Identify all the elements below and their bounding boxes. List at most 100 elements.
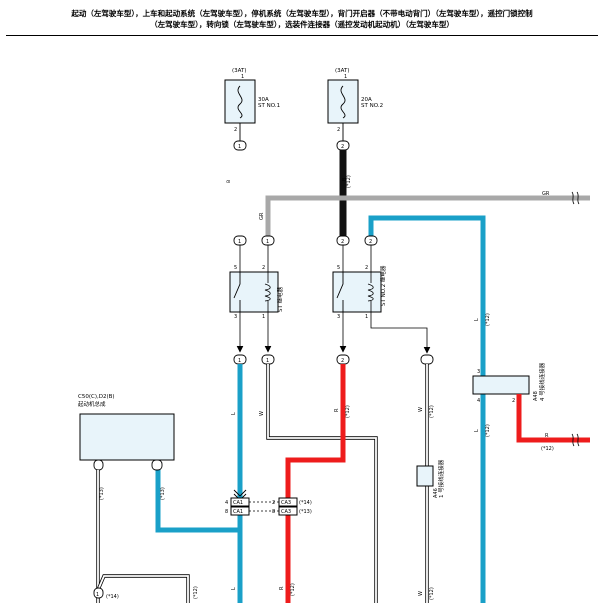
wire-label-r-2-note: (*12) — [290, 583, 296, 596]
starter-name: 起动机总成 — [78, 400, 106, 408]
fuse-st1-pin-top: 1 — [241, 74, 244, 80]
starter-box — [79, 413, 175, 461]
relay-st2-switch — [336, 272, 344, 312]
relay-st2-pin-5: 5 — [337, 265, 340, 271]
joint-a46-box — [416, 465, 434, 487]
wire-label-gr: GR — [542, 191, 550, 197]
fuse-st1-tag: (3AT) — [232, 68, 247, 74]
fuse-st2-conn-label: 2 — [341, 144, 344, 150]
conn-st-top-a: 1 — [238, 239, 241, 245]
fuse-st1-connector — [233, 140, 247, 151]
wire-label-r-1-note: (*12) — [345, 405, 351, 418]
title-line-2: （左驾驶车型），转向锁（左驾驶车型），选装件连接器（遥控发动机起动机）（左驾驶车… — [150, 20, 454, 29]
relay-st: 5 2 3 1 ST 继电器 — [229, 265, 284, 320]
wire-label-b-note: (*12) — [346, 175, 352, 188]
wire-blue-l-long: L (*12) L (*12) — [368, 215, 491, 603]
wire-white-a46: W (*12) W (*12) A46 1 号接线连接器 — [416, 364, 445, 603]
conn-st-top-b: 1 — [266, 239, 269, 245]
relay-st2-label: ST NO.2 继电器 — [379, 265, 387, 306]
fuse-st1-rating: 30A — [258, 97, 269, 103]
ca1-upper-label: CA1 — [233, 500, 243, 506]
wire-red-r: R (*12) R (*12) — [279, 364, 351, 603]
fuse-st-no2: (3AT) 20A ST NO.2 1 2 2 — [327, 68, 383, 151]
wire-label-r-3-note: (*12) — [541, 446, 554, 452]
wire-white-starter-b: 1 (*14) (*12) — [93, 470, 199, 603]
wire-label-gr-vertical: GR — [259, 212, 265, 220]
relay-st-label: ST 继电器 — [276, 286, 284, 312]
wire-black-b: B (*12) — [339, 150, 352, 236]
wire-label-w-2-note: (*12) — [429, 405, 435, 418]
wire-gray-gr: GR GR — [259, 191, 590, 236]
relay-st-pin-5: 5 — [234, 265, 237, 271]
wire-label-l-4: L — [231, 587, 237, 590]
starter-b-note: (*14) — [106, 594, 119, 600]
wire-label-b-mark: B — [226, 180, 232, 183]
wire-label-r-2: R — [279, 586, 285, 590]
fuse-st2-box — [327, 79, 359, 124]
conn-st2-bottom-a: 2 — [341, 358, 344, 364]
fuse-st2-pin-bottom: 2 — [337, 127, 340, 133]
joint-a48-pin-3: 3 — [477, 369, 480, 375]
relay-st2-pin-1: 1 — [365, 314, 368, 320]
connector-ca1-ca3: CA1 4 CA1 8 CA3 2 (*14) CA3 8 (*13) — [225, 489, 312, 516]
wire-blue-l-starter: L L — [155, 364, 243, 603]
fuse-st2-icon — [340, 85, 346, 119]
wire-label-l-2-note: (*12) — [485, 424, 491, 437]
fuse-st1-pin-bottom: 2 — [234, 127, 237, 133]
ca3-upper-pin: 2 — [272, 500, 275, 506]
joint-a48-pin-2: 2 — [512, 398, 515, 404]
wire-label-r-1: R — [334, 408, 340, 412]
wire-label-w-2: W — [418, 407, 424, 412]
fuse-st2-tag: (3AT) — [335, 68, 350, 74]
wire-white-w: W — [259, 364, 378, 603]
conn-st2-top-b: 2 — [369, 239, 372, 245]
joint-a48-id: A48 — [533, 391, 539, 401]
relay-st-pin-1: 1 — [262, 314, 265, 320]
ca1-lower-label: CA1 — [233, 509, 243, 515]
relay-st2-box — [332, 271, 382, 313]
joint-a46-id: A46 — [433, 488, 439, 498]
relay-top-connectors: 1 1 2 2 — [233, 235, 378, 272]
conn-st-bottom-a: 1 — [238, 358, 241, 364]
fuse-st1-conn-label: 1 — [238, 144, 241, 150]
fuse-st2-pin-top: 1 — [344, 74, 347, 80]
fuse-st-no1: (3AT) 30A ST NO.1 1 2 1 — [224, 68, 280, 151]
page-title: 起动（左驾驶车型），上车和起动系统（左驾驶车型），停机系统（左驾驶车型），背门开… — [0, 8, 604, 30]
ca1-upper-pin: 4 — [225, 500, 228, 506]
ca3-lower-note: (*13) — [299, 509, 312, 515]
relay-st-box — [229, 271, 279, 313]
fuse-st2-rating: 20A — [361, 97, 372, 103]
relay-st2: 5 2 3 1 ST NO.2 继电器 — [332, 265, 387, 320]
starter-b-conn: 1 — [96, 592, 99, 598]
ca3-lower-label: CA3 — [281, 509, 291, 515]
joint-a46-name: 1 号接线连接器 — [437, 459, 445, 498]
joint-a48-box — [472, 375, 530, 395]
wire-break-gr — [571, 191, 580, 205]
relay-st2-coil — [367, 272, 374, 312]
fuse-st1-icon — [237, 85, 243, 119]
ca3-lower-pin: 8 — [272, 509, 275, 515]
fuse-st2-name: ST NO.2 — [361, 103, 383, 109]
relay-bottom-connectors: 1 1 2 — [233, 354, 434, 365]
conn-st-bottom-b: 1 — [266, 358, 269, 364]
wire-label-w-3-note: (*12) — [429, 587, 435, 600]
starter-note-st: (*13) — [160, 487, 166, 500]
relay-st-pin-3: 3 — [234, 314, 237, 320]
ca3-upper-label: CA3 — [281, 500, 291, 506]
wire-label-w-1: W — [259, 411, 265, 416]
relay-st-pin-2: 2 — [262, 265, 265, 271]
joint-a48: 3 4 2 R (*12) A48 4 号接线连接器 — [472, 362, 590, 452]
wire-label-r-3: R — [545, 433, 549, 439]
ca1-lower-pin: 8 — [225, 509, 228, 515]
wire-label-l-1-note: (*12) — [485, 313, 491, 326]
ca3-upper-note: (*14) — [299, 500, 312, 506]
joint-a48-name: 4 号接线连接器 — [538, 362, 546, 401]
joint-a48-pin-4: 4 — [477, 398, 480, 404]
starter-note-b: (*13) — [99, 487, 105, 500]
starter-assembly: C50(C),D2(B) 起动机总成 B ST (*13) (*13) — [78, 394, 175, 500]
wire-label-b: B — [342, 177, 348, 181]
starter-b-note-2: (*12) — [193, 586, 199, 599]
fuse-st1-name: ST NO.1 — [258, 103, 280, 109]
conn-st2-top-a: 2 — [341, 239, 344, 245]
